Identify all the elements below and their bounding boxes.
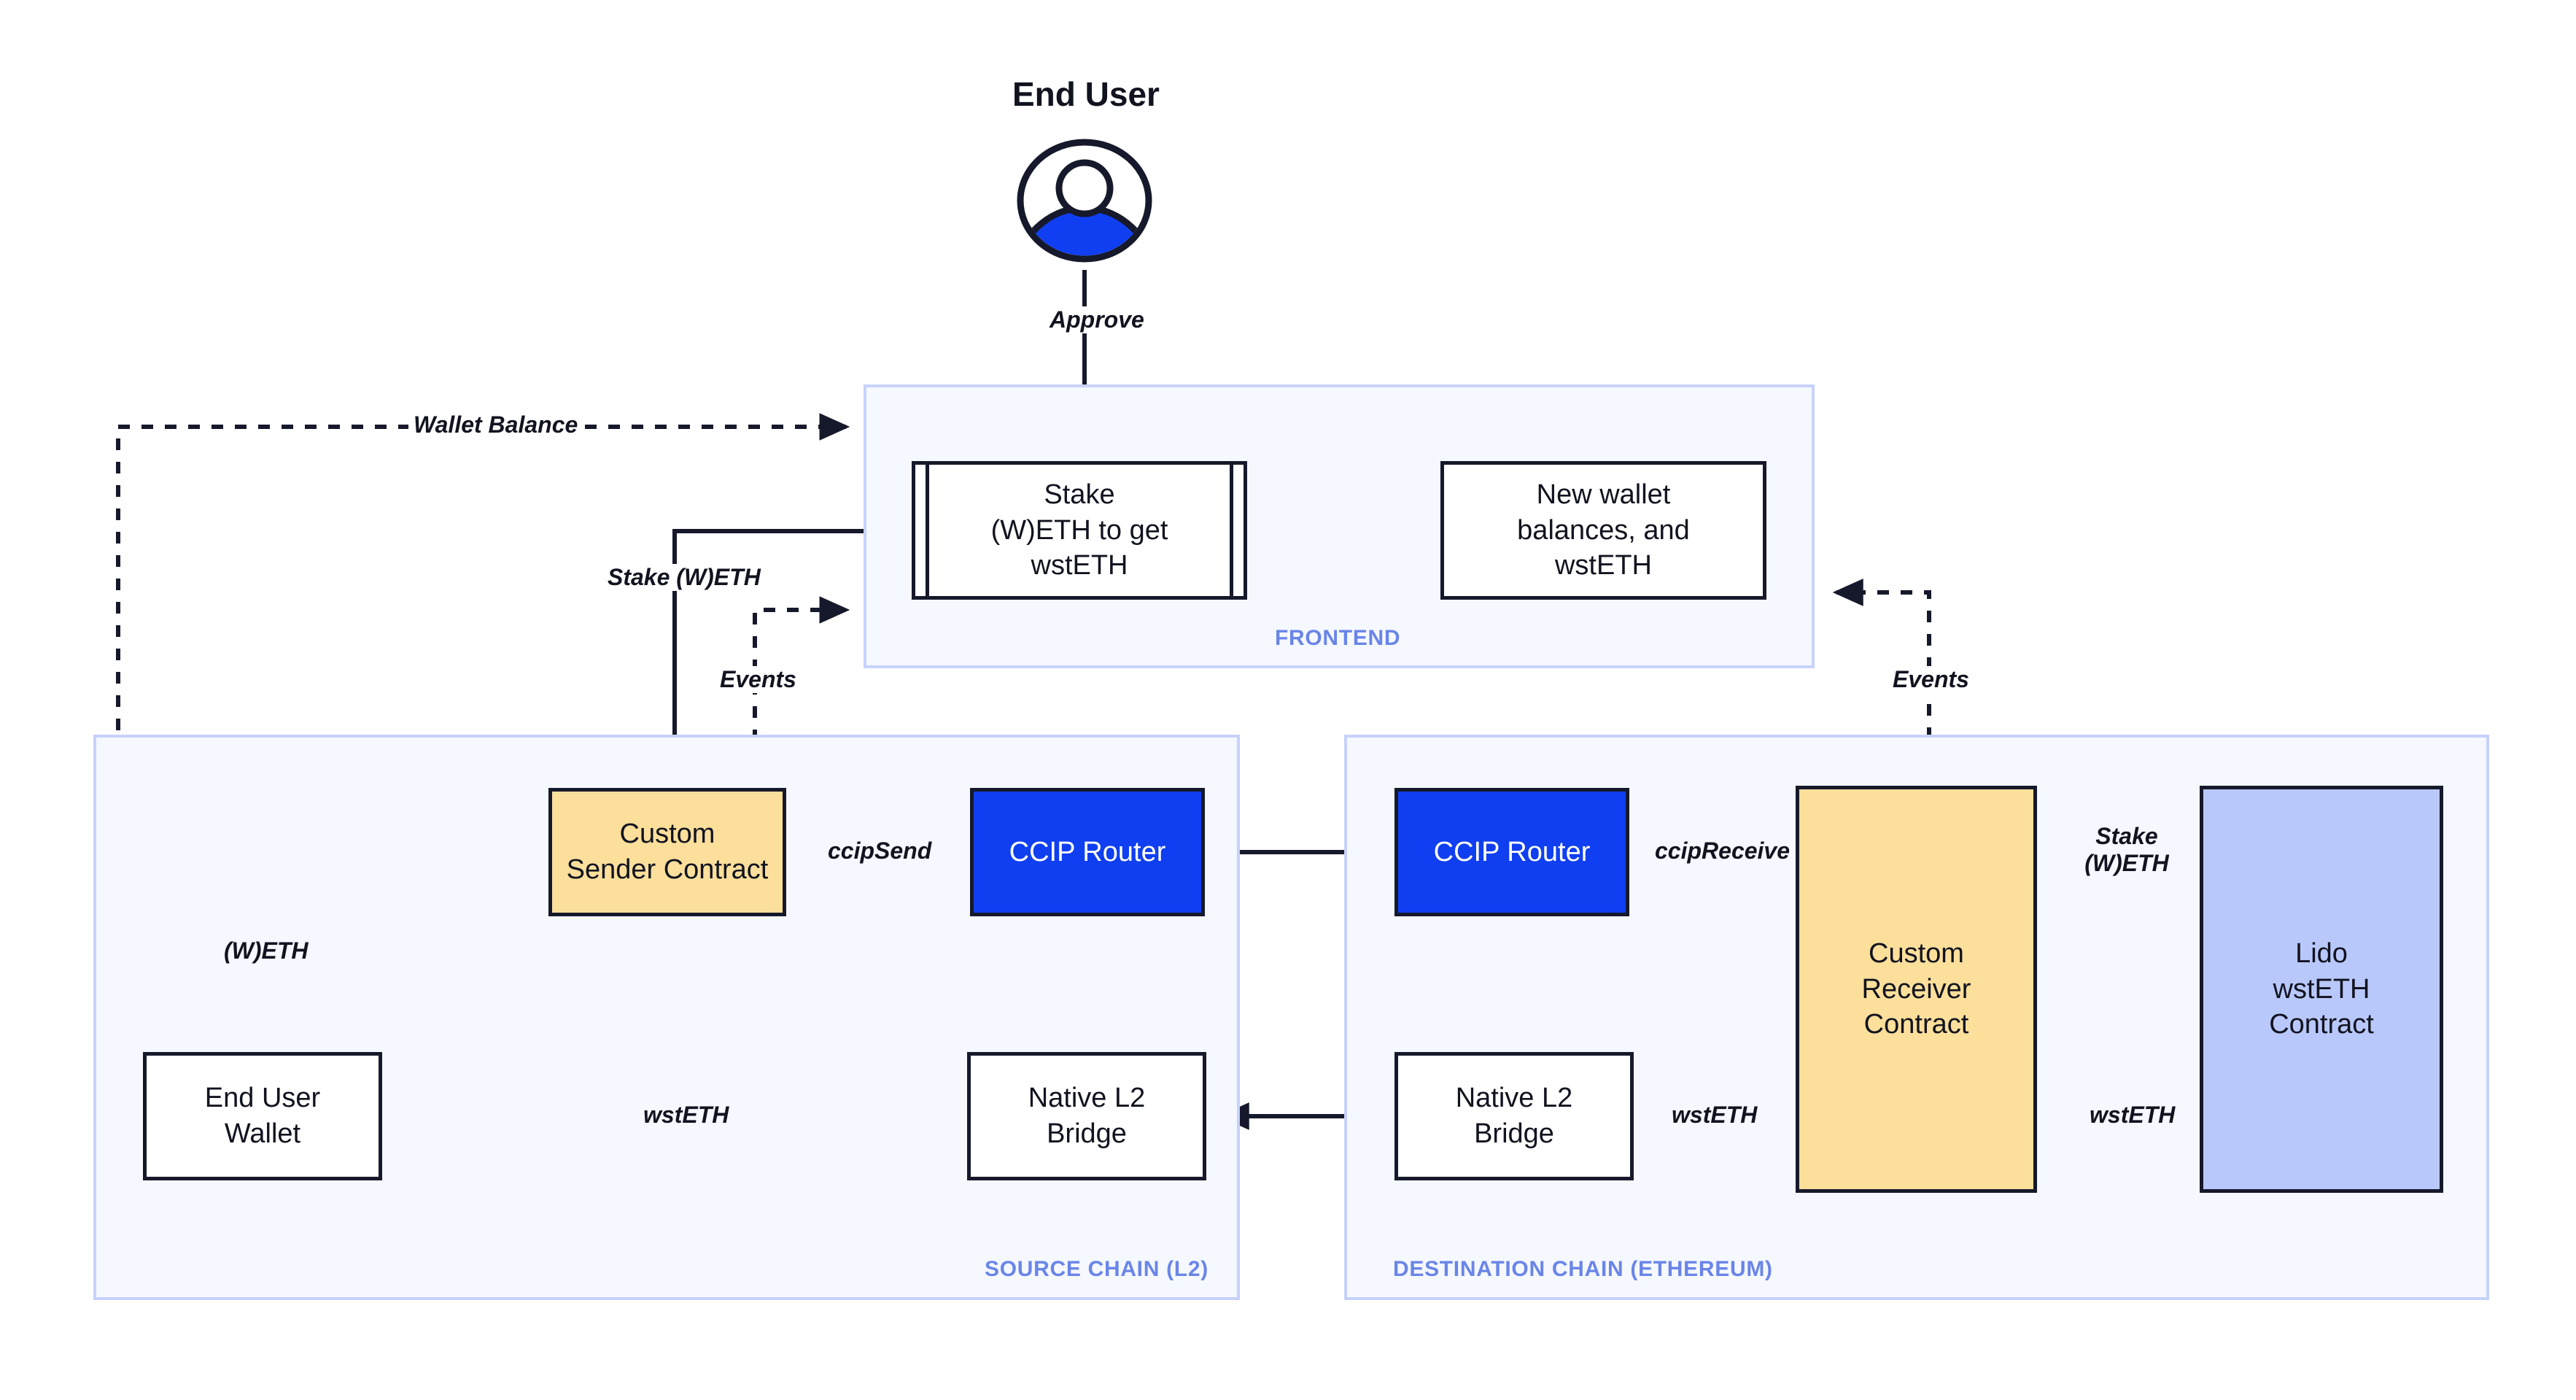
- edge-label-ccip-send: ccipSend: [823, 838, 937, 865]
- node-lido-wsteth-contract-label: Lido wstETH Contract: [2262, 936, 2381, 1043]
- node-native-l2-bridge-destination-label: Native L2 Bridge: [1448, 1080, 1580, 1151]
- node-label-line-1: Custom: [1869, 938, 1964, 970]
- node-label-line-3: Contract: [1863, 1009, 1969, 1040]
- edge-label-stake-weth: Stake (W)ETH: [602, 564, 766, 591]
- node-end-user-wallet[interactable]: End User Wallet: [143, 1052, 382, 1180]
- node-label-line-2: Wallet: [224, 1118, 301, 1149]
- node-end-user-wallet-label: End User Wallet: [198, 1080, 327, 1151]
- node-stake-form-label: Stake (W)ETH to get wstETH: [984, 477, 1176, 584]
- node-label-line-1: Native L2: [1028, 1083, 1146, 1114]
- node-new-balances[interactable]: New wallet balances, and wstETH: [1440, 461, 1766, 600]
- edge-label-line-2: (W)ETH: [2084, 849, 2169, 876]
- edge-label-events-destination: Events: [1888, 666, 1974, 693]
- node-label-line-2: Receiver: [1861, 973, 1971, 1005]
- zone-label-source-chain: SOURCE CHAIN (L2): [985, 1257, 1209, 1281]
- node-stake-form[interactable]: Stake (W)ETH to get wstETH: [912, 461, 1247, 600]
- node-label-line-2: balances, and: [1517, 514, 1690, 546]
- end-user-avatar-icon: [1017, 139, 1152, 263]
- node-label-line-3: wstETH: [1554, 550, 1652, 581]
- node-ccip-router-source[interactable]: CCIP Router: [970, 788, 1205, 916]
- edge-label-wsteth-lido: wstETH: [2084, 1102, 2181, 1129]
- edge-label-stake-weth-destination: Stake (W)ETH: [2067, 823, 2187, 877]
- node-new-balances-label: New wallet balances, and wstETH: [1510, 477, 1697, 584]
- node-custom-sender-contract[interactable]: Custom Sender Contract: [548, 788, 786, 916]
- node-label-line-3: wstETH: [1031, 550, 1128, 581]
- edge-label-weth: (W)ETH: [219, 937, 314, 964]
- node-label-line-1: Lido: [2295, 938, 2348, 970]
- edge-events-destination: [1832, 579, 1931, 786]
- edge-label-line-1: Stake: [2095, 823, 2158, 849]
- node-native-l2-bridge-destination[interactable]: Native L2 Bridge: [1394, 1052, 1634, 1180]
- node-lido-wsteth-contract[interactable]: Lido wstETH Contract: [2200, 786, 2443, 1193]
- edge-label-wsteth-wallet: wstETH: [638, 1102, 734, 1129]
- edge-label-wallet-balance: Wallet Balance: [408, 411, 583, 438]
- page-title: End User: [1012, 75, 1160, 113]
- node-label-line-2: (W)ETH to get: [990, 514, 1168, 546]
- edge-label-wsteth-bridge: wstETH: [1667, 1102, 1763, 1129]
- node-label-line-2: Bridge: [1047, 1118, 1127, 1149]
- edge-label-events-source: Events: [715, 666, 802, 693]
- node-label-line-1: Custom: [619, 819, 715, 850]
- zone-label-destination-chain: DESTINATION CHAIN (ETHEREUM): [1393, 1257, 1773, 1281]
- node-native-l2-bridge-source[interactable]: Native L2 Bridge: [967, 1052, 1206, 1180]
- node-native-l2-bridge-source-label: Native L2 Bridge: [1021, 1080, 1153, 1151]
- node-custom-sender-contract-label: Custom Sender Contract: [559, 816, 776, 887]
- node-label-line-1: Stake: [1044, 479, 1115, 511]
- zone-label-frontend: FRONTEND: [1275, 626, 1401, 650]
- node-ccip-router-source-label: CCIP Router: [1009, 836, 1166, 867]
- node-custom-receiver-contract[interactable]: Custom Receiver Contract: [1796, 786, 2037, 1193]
- node-label-line-2: Sender Contract: [566, 854, 769, 885]
- node-ccip-router-destination-label: CCIP Router: [1433, 836, 1591, 867]
- node-label-line-2: wstETH: [2273, 973, 2370, 1005]
- node-ccip-router-destination[interactable]: CCIP Router: [1394, 788, 1629, 916]
- node-label-line-1: Native L2: [1455, 1083, 1573, 1114]
- edge-events-source: [753, 596, 850, 788]
- node-label-line-2: Bridge: [1474, 1118, 1554, 1149]
- node-label-line-1: New wallet: [1536, 479, 1671, 511]
- edge-label-approve: Approve: [1044, 306, 1149, 333]
- node-custom-receiver-contract-label: Custom Receiver Contract: [1855, 936, 1979, 1043]
- node-label-line-1: End User: [204, 1083, 321, 1114]
- node-label-line-3: Contract: [2269, 1009, 2374, 1040]
- edge-label-ccip-receive: ccipReceive: [1650, 838, 1796, 865]
- edge-stake-weth: [661, 529, 912, 776]
